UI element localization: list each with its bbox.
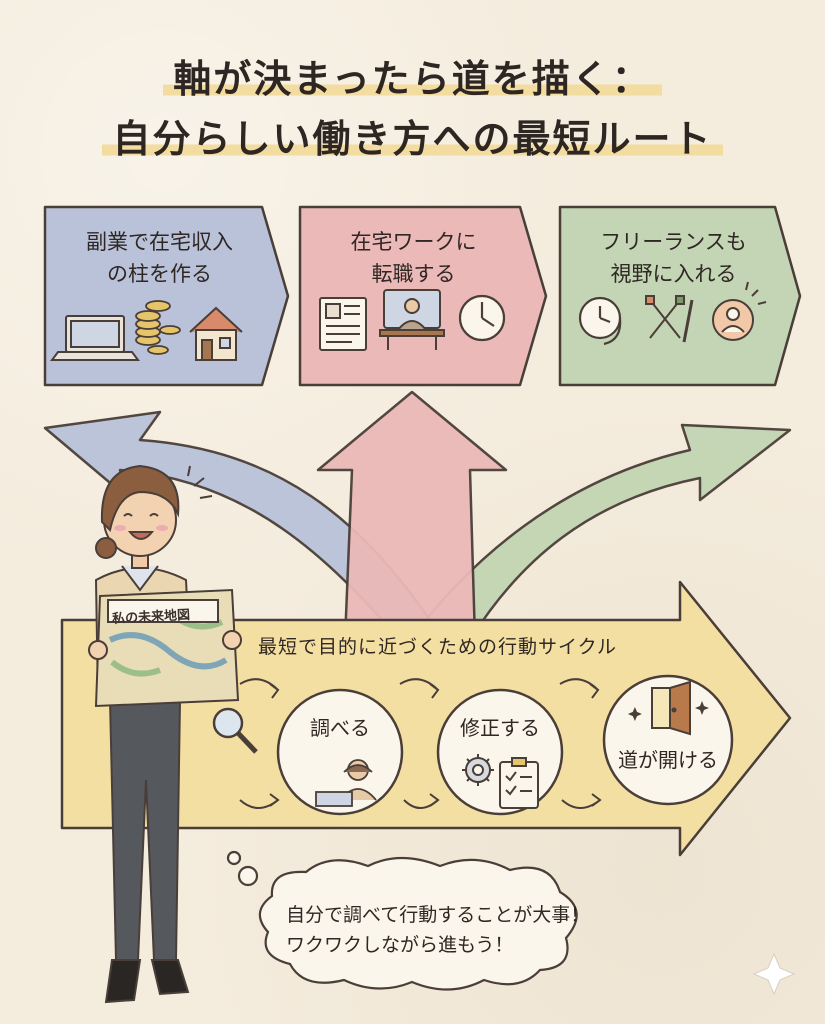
- cycle-circle-research: [276, 688, 404, 816]
- woman-figure: [88, 464, 242, 1004]
- cycle-title: 最短で目的に近づくための行動サイクル: [258, 636, 618, 658]
- laptop-icon: [50, 315, 140, 361]
- cycle-step-research: 調べる: [310, 716, 370, 740]
- person-avatar-icon: [712, 281, 767, 341]
- option-side-job-text: 副業で在宅収入の柱を作る: [86, 230, 233, 286]
- clock-icon: [458, 294, 506, 342]
- sparkle-corner-icon: [752, 952, 796, 996]
- gear-icon: [462, 754, 494, 786]
- checklist-icon: [499, 757, 539, 809]
- cycle-step-open: 道が開ける: [618, 748, 718, 772]
- cycle-step-revise: 修正する: [460, 716, 540, 740]
- option-freelance-text: フリーランスも視野に入れる: [600, 230, 747, 286]
- option-remote-job-text: 在宅ワークに転職する: [350, 230, 477, 286]
- cycle-small-arrows: [239, 678, 602, 809]
- map-label: 私の未来地図: [111, 607, 191, 628]
- house-icon: [189, 306, 243, 361]
- remote-worker-icon: [379, 289, 445, 350]
- branch-arrow-green: [408, 423, 792, 642]
- resume-icon: [319, 297, 367, 351]
- door-icon: [651, 680, 691, 736]
- thought-bubble: [226, 850, 578, 991]
- title-line-2: 自分らしい働き方への最短ルート: [0, 108, 825, 163]
- sparkle-icons: [627, 701, 709, 721]
- title-line-1: 軸が決まったら道を描く：: [0, 48, 825, 103]
- coins-icon: [135, 300, 181, 355]
- tools-icon: [645, 295, 694, 343]
- laptop-person-icon: [315, 759, 377, 807]
- branch-arrow-pink: [316, 390, 508, 642]
- speech-text: 自分で調べて行動することが大事！ ワクワクしながら進もう！: [286, 904, 590, 956]
- magnifier-icon: [212, 707, 258, 754]
- time-cycle-icon: [578, 296, 622, 346]
